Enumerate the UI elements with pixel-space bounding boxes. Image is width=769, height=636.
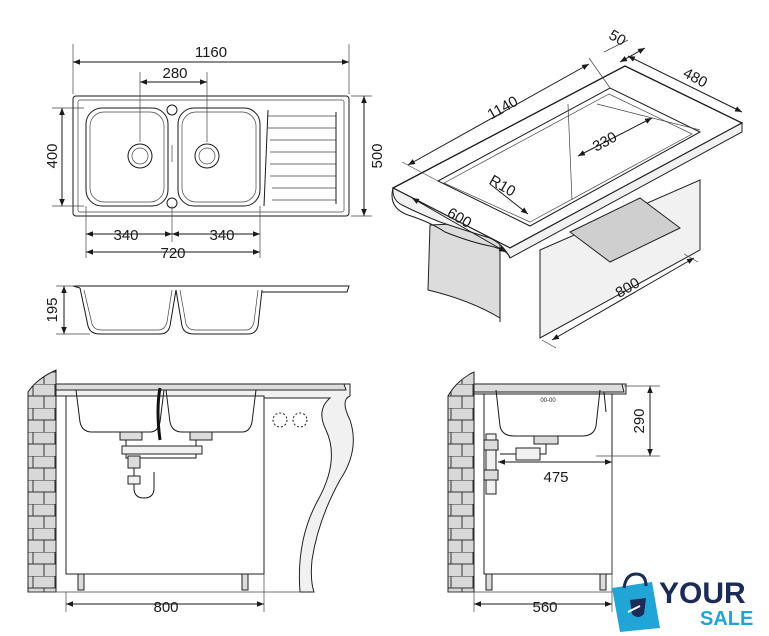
your-sale-logo: YOUR SALE [612, 572, 753, 632]
dim-560: 560 [532, 599, 557, 616]
dim-195: 195 [44, 297, 61, 322]
logo-text-your: YOUR [659, 577, 746, 610]
drainer-ribs [263, 109, 337, 207]
dim-290: 290 [631, 408, 648, 433]
dim-720: 720 [160, 245, 185, 262]
dim-480: 480 [680, 65, 710, 92]
side-section-view: 195 [44, 285, 350, 335]
dim-1140: 1140 [485, 93, 521, 124]
dim-280: 280 [162, 65, 187, 82]
dim-400: 400 [44, 143, 61, 168]
side-install-view: 00-00 290 475 560 [447, 371, 660, 616]
right-bowl-outline [177, 107, 261, 207]
dim-500: 500 [369, 143, 386, 168]
dim-340-right: 340 [209, 227, 234, 244]
logo-text-sale: SALE [700, 608, 753, 630]
top-view: 1160 280 500 400 340 340 720 [44, 44, 386, 262]
shopping-bag-icon [612, 572, 660, 632]
front-siphon [119, 387, 213, 499]
dim-1160: 1160 [195, 44, 227, 61]
isometric-view: 1140 50 480 330 R10 600 800 [391, 27, 744, 349]
left-bowl-outline [85, 107, 169, 207]
dim-340-left: 340 [113, 227, 138, 244]
brick-wall-right [447, 371, 475, 593]
dim-475: 475 [543, 469, 568, 486]
dim-50: 50 [606, 27, 629, 50]
side-bowl-label: 00-00 [540, 398, 556, 404]
dim-800-front: 800 [153, 599, 178, 616]
front-install-view: 800 [27, 369, 354, 616]
brick-wall-left [27, 369, 57, 593]
